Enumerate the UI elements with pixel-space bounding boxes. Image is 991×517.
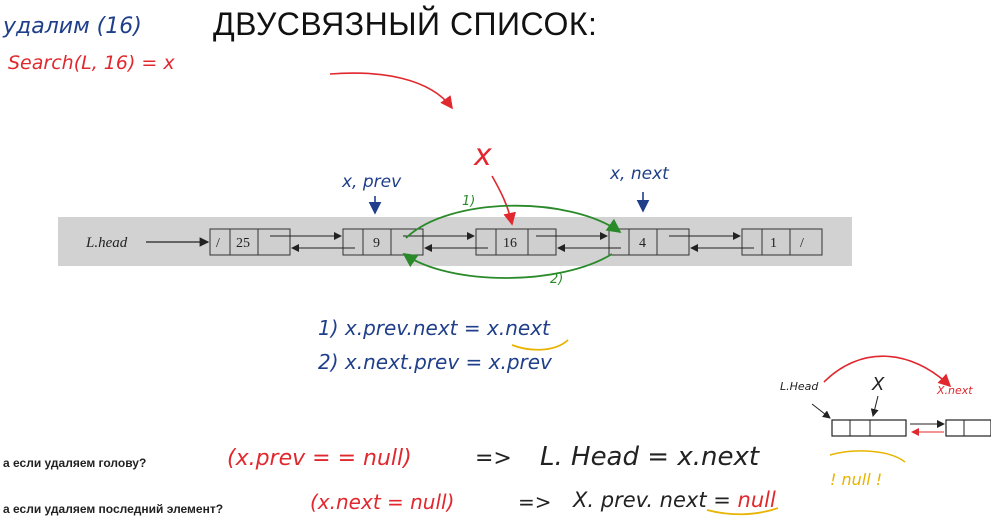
step-2: 2) x.next.prev = x.prev (318, 350, 552, 374)
node-key: 25 (236, 236, 250, 251)
last-result: X. prev. next = null (573, 488, 776, 512)
step-rhs: x.next (487, 316, 550, 340)
step-num: 1) (318, 316, 339, 340)
step-1: 1) x.prev.next = x.next (318, 316, 550, 340)
node-key: 16 (503, 236, 517, 251)
last-condition: (x.next = null) (310, 490, 455, 514)
node-prev-null: / (216, 236, 220, 251)
rewire-arc-1 (405, 204, 622, 239)
head-result: L. Head = x.next (540, 442, 760, 472)
step2-marker: 2) (550, 272, 564, 287)
search-to-list-arrow (329, 72, 453, 110)
search-call-note: Search(L, 16) = x (8, 52, 175, 74)
sketch-next-label: X.next (937, 384, 973, 397)
step-lhs: x.prev.next = (344, 316, 481, 340)
list-node: 4 (608, 228, 690, 256)
delete-note: удалим (16) (3, 14, 142, 39)
list-node: 9 (342, 228, 424, 256)
list-node: 1 / (741, 228, 823, 256)
list-node: / 25 (209, 228, 291, 256)
last-implies: => (518, 490, 552, 514)
node-key: 9 (373, 236, 380, 251)
sketch-null-note: ! null ! (830, 470, 883, 489)
page-title: ДВУСВЯЗНЫЙ СПИСОК: (213, 6, 598, 42)
step1-marker: 1) (462, 194, 476, 209)
head-condition: (x.prev = = null) (227, 446, 412, 471)
step-num: 2) (318, 350, 339, 374)
node-key: 1 (770, 236, 777, 251)
head-implies: => (475, 446, 512, 471)
question-last: а если удаляем последний элемент? (3, 502, 224, 516)
question-head: а если удаляем голову? (3, 456, 147, 470)
sketch-head-label: L.Head (780, 380, 819, 393)
prev-label: x, prev (342, 172, 402, 192)
lhead-label: L.head (85, 235, 128, 251)
pointer-arrows (270, 232, 754, 252)
last-result-lhs: X. prev. next = (573, 488, 731, 512)
step-rhs: x.prev (488, 350, 552, 374)
rewire-arc-2 (402, 252, 613, 279)
x-label: x (474, 138, 492, 173)
node-next-null: / (800, 236, 804, 251)
sketch-list (811, 355, 991, 463)
highlight-underline (511, 339, 569, 351)
last-result-null: null (737, 488, 776, 512)
x-pointer-arrow (491, 175, 516, 226)
list-node: 16 (475, 228, 557, 256)
node-key: 4 (639, 236, 646, 251)
next-label: x, next (610, 164, 669, 184)
step-lhs: x.next.prev = (344, 350, 483, 374)
null-underline (706, 507, 779, 516)
sketch-x-label: X (872, 374, 885, 395)
